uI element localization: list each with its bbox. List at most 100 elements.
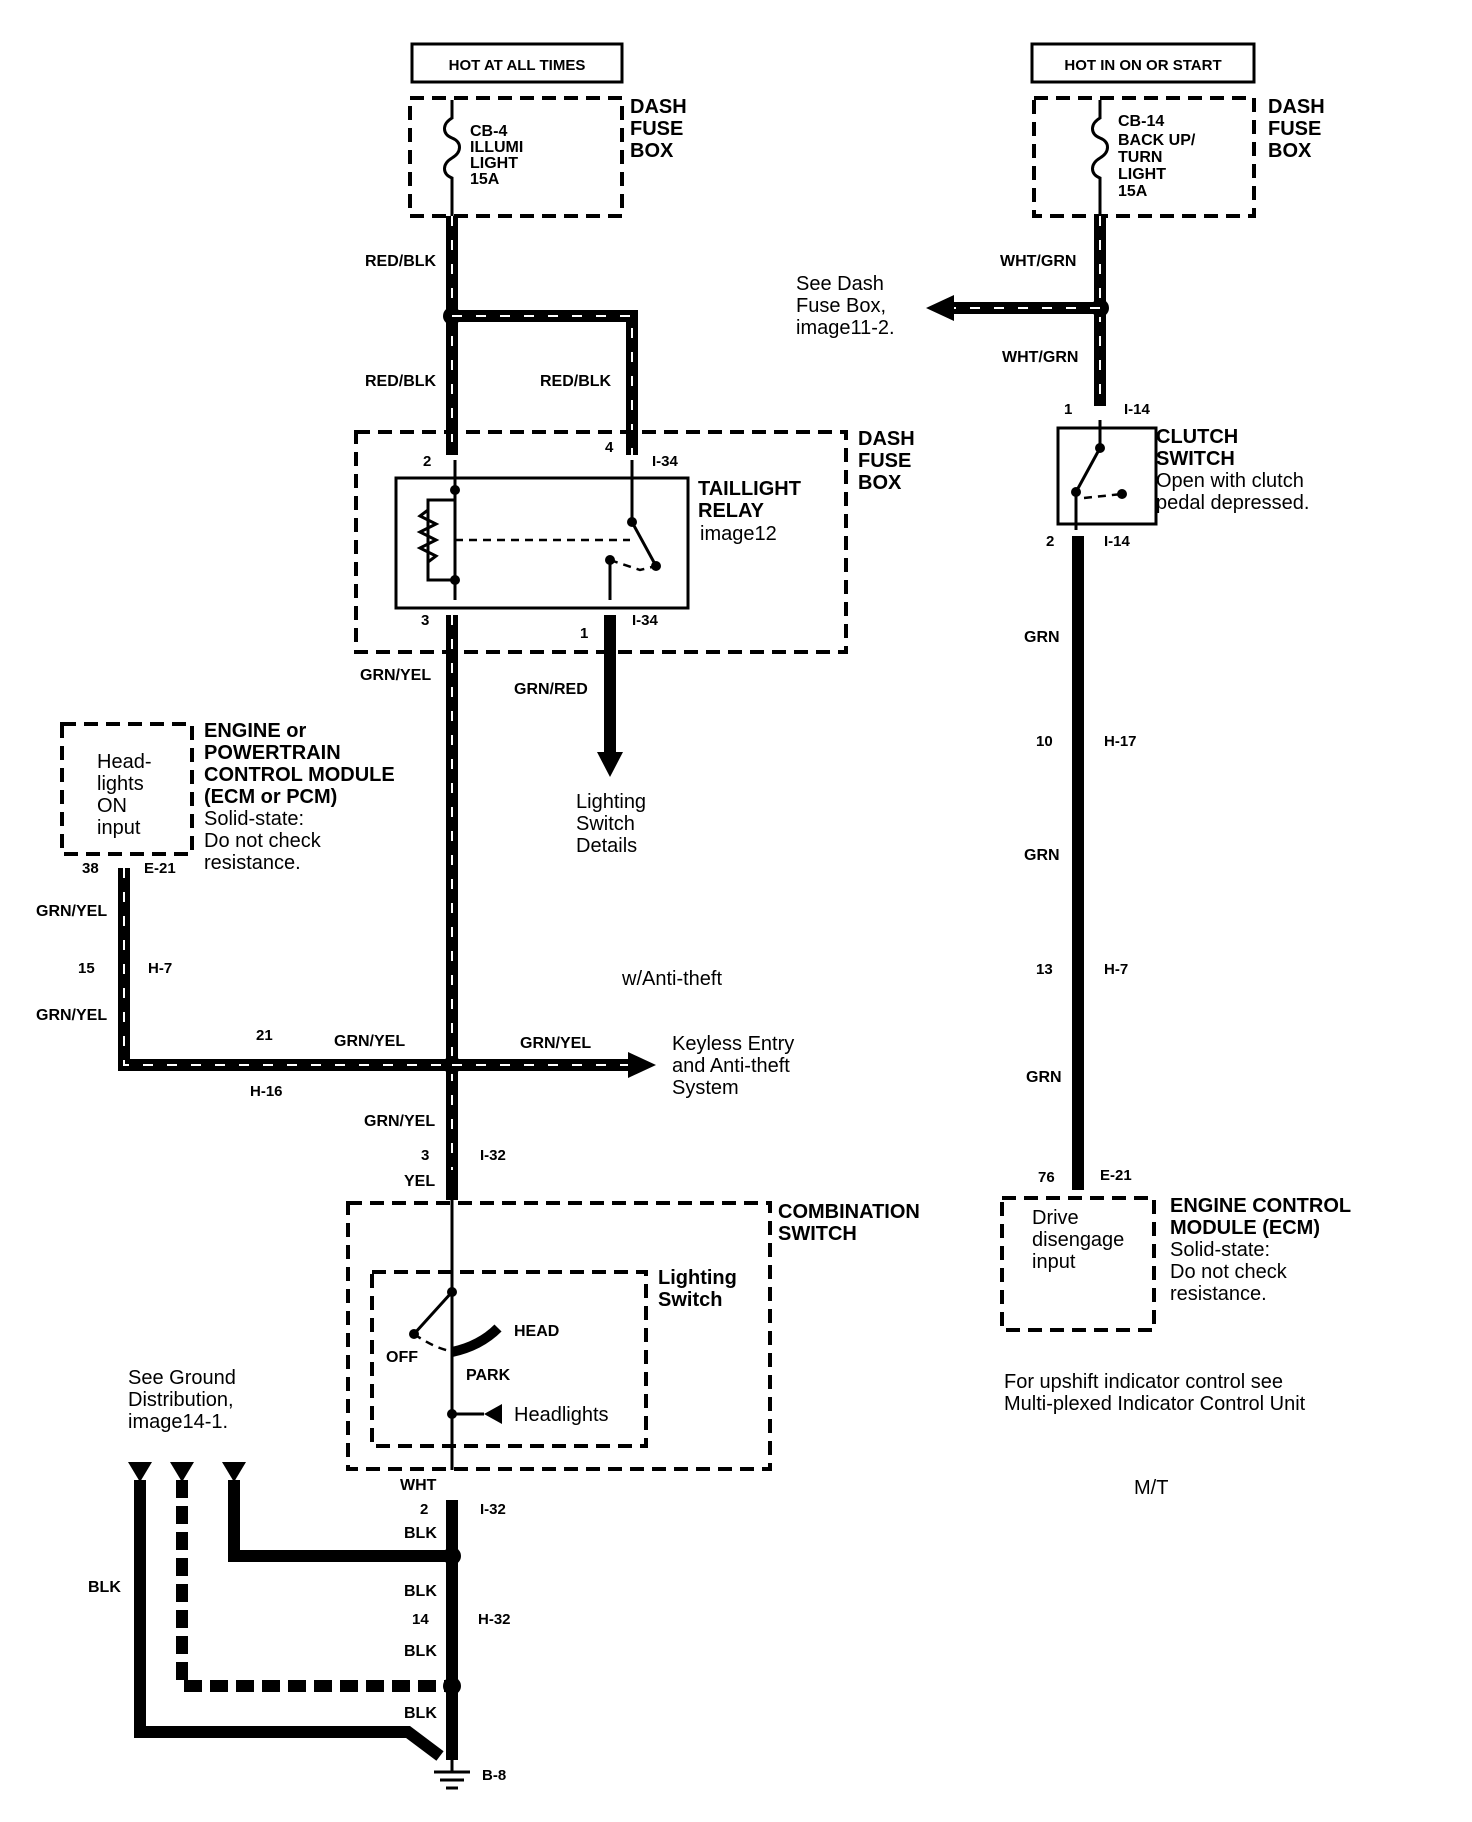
left-fuse-line-3: LIGHT [470, 155, 518, 172]
ground-arrow-2 [170, 1462, 194, 1482]
right-fuse-box-title-3: BOX [1268, 140, 1312, 162]
wire-label-red-blk-3: RED/BLK [540, 373, 612, 390]
h7-right-pin: 13 [1036, 961, 1053, 978]
ground-note-2: Distribution, [128, 1389, 234, 1411]
relay-pin-4: 4 [605, 439, 614, 456]
anti-theft-label: w/Anti-theft [621, 968, 722, 990]
wire-label-grn-yel-2: GRN/YEL [36, 903, 107, 920]
ecm-left-title-2: POWERTRAIN [204, 742, 341, 764]
combination-title-2: SWITCH [778, 1223, 857, 1245]
lighting-title-2: Switch [658, 1289, 722, 1311]
wire-label-grn-yel-4: GRN/YEL [334, 1033, 405, 1050]
h7-left-pin: 15 [78, 960, 95, 977]
ecm-right-box-2: disengage [1032, 1229, 1124, 1251]
see-dash-2: Fuse Box, [796, 295, 886, 317]
h32-pin: 14 [412, 1611, 429, 1628]
switch-pos-off: OFF [386, 1349, 418, 1366]
wire-label-grn-yel-1: GRN/YEL [360, 667, 431, 684]
left-fuse-box-title-3: BOX [630, 140, 674, 162]
ecm-left-box-2: lights [97, 773, 144, 795]
keyless-2: and Anti-theft [672, 1055, 790, 1077]
ecm-left-connector: E-21 [144, 860, 176, 877]
ecm-left-box-1: Head- [97, 751, 151, 773]
h7-left-connector: H-7 [148, 960, 172, 977]
hot-in-on-label: HOT IN ON OR START [1064, 57, 1221, 74]
ground-note-3: image14-1. [128, 1411, 228, 1433]
left-dash-fuse-box [408, 96, 624, 218]
e21-right-connector: E-21 [1100, 1167, 1132, 1184]
h7-right-connector: H-7 [1104, 961, 1128, 978]
left-fuse-line-4: 15A [470, 171, 500, 188]
clutch-note-2: pedal depressed. [1156, 492, 1309, 514]
ecm-left-note-3: resistance. [204, 852, 301, 874]
hot-at-all-times-label: HOT AT ALL TIMES [449, 57, 586, 74]
right-fuse-box-title-2: FUSE [1268, 118, 1321, 140]
keyless-3: System [672, 1077, 739, 1099]
relay-pin-3: 3 [421, 612, 429, 629]
wire-label-grn-red: GRN/RED [514, 681, 588, 698]
wire-label-blk-1: BLK [404, 1525, 437, 1542]
right-dash-fuse-box [1032, 96, 1256, 218]
ecm-right-note-2: Do not check [1170, 1261, 1288, 1283]
ground-arrow-1 [128, 1462, 152, 1482]
h17-connector: H-17 [1104, 733, 1137, 750]
ecm-right-box [1000, 1196, 1156, 1332]
wire-label-grn-3: GRN [1026, 1069, 1062, 1086]
ecm-right-note-1: Solid-state: [1170, 1239, 1270, 1261]
wire-label-blk-3: BLK [404, 1643, 437, 1660]
relay-connector-bottom: I-34 [632, 612, 659, 629]
see-dash-1: See Dash [796, 273, 884, 295]
ecm-right-box-1: Drive [1032, 1207, 1079, 1229]
lighting-switch-box [370, 1270, 648, 1448]
ecm-left-title-4: (ECM or PCM) [204, 786, 337, 808]
i32-bottom-connector: I-32 [480, 1501, 506, 1518]
wire-label-yel: YEL [404, 1173, 435, 1190]
relay-box-title-1: DASH [858, 428, 915, 450]
ground-symbol [434, 1760, 470, 1790]
wire-label-grn-yel-5: GRN/YEL [520, 1035, 591, 1052]
left-fuse-line-2: ILLUMI [470, 139, 523, 156]
lighting-title-1: Lighting [658, 1267, 737, 1289]
clutch-switch [1056, 426, 1158, 526]
right-fuse-box-title-1: DASH [1268, 96, 1325, 118]
h17-pin: 10 [1036, 733, 1053, 750]
right-fuse-line-5: 15A [1118, 183, 1148, 200]
ecm-left-box-4: input [97, 817, 141, 839]
hot-at-all-times-box [410, 42, 624, 84]
ground-note-1: See Ground [128, 1367, 236, 1389]
switch-pos-park: PARK [466, 1367, 511, 1384]
wire-label-grn-yel-3: GRN/YEL [36, 1007, 107, 1024]
lighting-details-1: Lighting [576, 791, 646, 813]
see-dash-3: image11-2. [796, 317, 895, 339]
arrow-see-dash [926, 295, 954, 321]
left-fuse-line-1: CB-4 [470, 123, 507, 140]
clutch-connector-top: I-14 [1124, 401, 1151, 418]
i32-top-connector: I-32 [480, 1147, 506, 1164]
wire-label-grn-1: GRN [1024, 629, 1060, 646]
ecm-left-box-3: ON [97, 795, 127, 817]
arrow-lighting-switch [597, 752, 623, 777]
wire-label-red-blk-1: RED/BLK [365, 253, 437, 270]
upshift-note-2: Multi-plexed Indicator Control Unit [1004, 1393, 1306, 1415]
ecm-right-title-2: MODULE (ECM) [1170, 1217, 1320, 1239]
clutch-connector-bottom: I-14 [1104, 533, 1131, 550]
clutch-title-2: SWITCH [1156, 448, 1235, 470]
relay-box-title-2: FUSE [858, 450, 911, 472]
left-fuse-box-title-2: FUSE [630, 118, 683, 140]
right-fuse-line-3: TURN [1118, 149, 1162, 166]
relay-image-ref: image12 [700, 523, 777, 545]
relay-box-title-3: BOX [858, 472, 902, 494]
i32-bottom-pin: 2 [420, 1501, 428, 1518]
wire-label-wht-grn-1: WHT/GRN [1000, 253, 1076, 270]
ecm-left-title-1: ENGINE or [204, 720, 306, 742]
lighting-details-2: Switch [576, 813, 635, 835]
upshift-note-1: For upshift indicator control see [1004, 1371, 1283, 1393]
e21-right-pin: 76 [1038, 1169, 1055, 1186]
wire-label-wht-grn-2: WHT/GRN [1002, 349, 1078, 366]
left-fuse-box-title-1: DASH [630, 96, 687, 118]
relay-pin-2: 2 [423, 453, 431, 470]
clutch-title-1: CLUTCH [1156, 426, 1238, 448]
right-fuse-symbol [1091, 100, 1109, 216]
h16-connector: H-16 [250, 1083, 283, 1100]
headlights-label: Headlights [514, 1404, 609, 1426]
